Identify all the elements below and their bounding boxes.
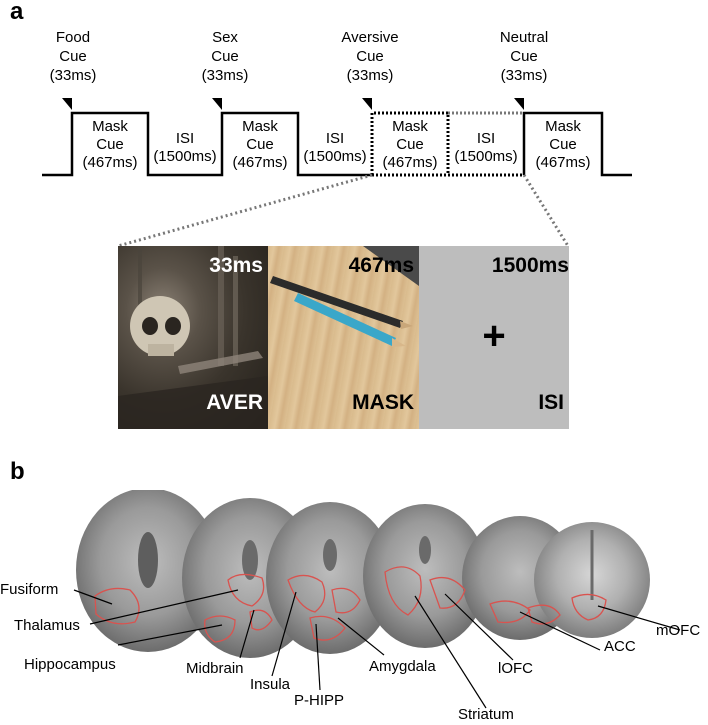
brain-slices [73, 490, 681, 709]
fixation-cross: + [482, 314, 506, 358]
panel-b-letter: b [10, 458, 25, 485]
cue-name: Food [55, 29, 91, 46]
mask-word: Mask [392, 118, 428, 135]
frame-label: ISI [538, 391, 564, 414]
region-label-p-hipp: P-HIPP [294, 692, 345, 709]
cue-word: Cue [510, 48, 538, 65]
timeline-diagram [42, 98, 632, 248]
brain-slice-3 [266, 502, 394, 654]
stimulus-frame-aversive: 33ms AVER [118, 246, 268, 429]
cue-label-sex: Sex Cue (33ms) [180, 28, 270, 85]
cue-word: Cue [211, 48, 239, 65]
mask-word: Mask [545, 118, 581, 135]
cue-name: Aversive [341, 29, 399, 46]
region-label-amygdala: Amygdala [369, 658, 436, 675]
pencils-image [270, 246, 419, 347]
mask-label-1: Mask Cue (467ms) [72, 118, 148, 172]
isi-duration: (1500ms) [454, 148, 518, 165]
cue-duration: (33ms) [346, 67, 394, 84]
zoom-line-left [117, 173, 373, 248]
frame-label: MASK [352, 391, 414, 414]
leader-lines [73, 589, 681, 709]
mask-label-2: Mask Cue (467ms) [222, 118, 298, 172]
region-label-hippocampus: Hippocampus [24, 656, 116, 673]
region-label-insula: Insula [250, 676, 291, 693]
cue-word: Cue [396, 136, 424, 153]
cue-word: Cue [96, 136, 124, 153]
cue-label-food: Food Cue (33ms) [28, 28, 118, 85]
region-label-midbrain: Midbrain [186, 660, 244, 677]
cue-label-neutral: Neutral Cue (33ms) [479, 28, 569, 85]
cue-name: Sex [212, 29, 238, 46]
cue-label-aversive: Aversive Cue (33ms) [325, 28, 415, 85]
isi-word: ISI [476, 130, 496, 147]
skull-image [118, 246, 268, 429]
region-label-striatum: Striatum [458, 706, 514, 723]
mask-duration: (467ms) [82, 154, 138, 171]
mask-duration: (467ms) [232, 154, 288, 171]
roi-outlines [94, 566, 607, 643]
timeline-waveform [42, 111, 372, 177]
timeline-waveform-end [522, 111, 632, 177]
mask-word: Mask [92, 118, 128, 135]
panel-a-letter: a [10, 0, 24, 25]
frame-time: 33ms [209, 254, 263, 277]
frame-time: 467ms [348, 254, 414, 277]
stimulus-frame-isi: 1500ms + ISI [419, 246, 569, 429]
region-label-thalamus: Thalamus [14, 617, 80, 634]
zoom-line-right [522, 174, 570, 247]
frame-time: 1500ms [491, 254, 569, 277]
frame-label: AVER [206, 391, 263, 414]
isi-label-1: ISI (1500ms) [146, 130, 224, 166]
isi-word: ISI [325, 130, 345, 147]
cue-duration: (33ms) [201, 67, 249, 84]
isi-duration: (1500ms) [303, 148, 367, 165]
cue-word: Cue [59, 48, 87, 65]
mask-word: Mask [242, 118, 278, 135]
isi-duration: (1500ms) [153, 148, 217, 165]
isi-label-3: ISI (1500ms) [447, 130, 525, 166]
cue-arrow [212, 98, 222, 110]
cue-name: Neutral [499, 29, 549, 46]
cue-duration: (33ms) [500, 67, 548, 84]
cue-word: Cue [246, 136, 274, 153]
cue-word: Cue [549, 136, 577, 153]
region-label-lofc: lOFC [498, 660, 533, 677]
stimulus-frame-mask: 467ms MASK [268, 246, 419, 429]
cue-word: Cue [356, 48, 384, 65]
mask-label-3: Mask Cue (467ms) [372, 118, 448, 172]
cue-arrow [514, 98, 524, 110]
mask-label-4: Mask Cue (467ms) [524, 118, 602, 172]
cue-arrow [62, 98, 72, 110]
region-label-mofc: mOFC [656, 622, 701, 639]
cue-arrow [362, 98, 372, 110]
region-label-fusiform: Fusiform [0, 581, 59, 598]
mask-duration: (467ms) [382, 154, 438, 171]
isi-word: ISI [175, 130, 195, 147]
cue-duration: (33ms) [49, 67, 97, 84]
isi-label-2: ISI (1500ms) [296, 130, 374, 166]
region-label-acc: ACC [604, 638, 636, 655]
mask-duration: (467ms) [535, 154, 591, 171]
brain-slice-4 [363, 504, 487, 648]
